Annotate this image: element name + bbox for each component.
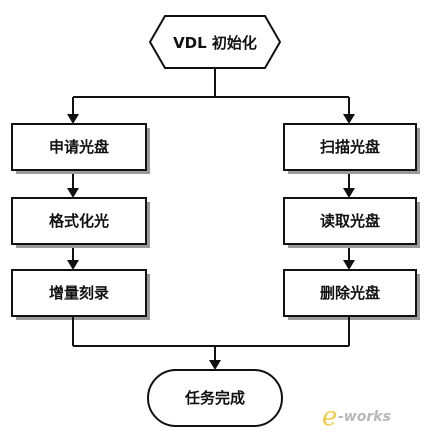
- right-arrow-2: [343, 248, 355, 270]
- start-node: VDL 初始化: [148, 15, 282, 69]
- end-node-label: 任务完成: [184, 389, 245, 407]
- left-step-2: 格式化光: [11, 197, 150, 248]
- right-step-1: 扫描光盘: [283, 123, 420, 174]
- right-step-3-label: 删除光盘: [320, 284, 380, 302]
- right-step-1-label: 扫描光盘: [320, 138, 380, 156]
- eworks-watermark: e -works: [322, 402, 391, 432]
- left-step-2-label: 格式化光: [49, 212, 109, 230]
- right-step-2: 读取光盘: [283, 197, 420, 248]
- split-connector: [67, 68, 355, 124]
- right-step-3: 删除光盘: [283, 269, 420, 320]
- left-arrow-1: [67, 174, 79, 198]
- right-arrow-1: [343, 174, 355, 198]
- left-step-3: 增量刻录: [11, 269, 150, 320]
- left-step-3-label: 增量刻录: [49, 284, 109, 302]
- start-node-label: VDL 初始化: [173, 34, 257, 52]
- watermark-works: -works: [338, 409, 391, 425]
- left-step-1: 申请光盘: [11, 123, 150, 174]
- left-step-1-label: 申请光盘: [49, 138, 109, 156]
- watermark-e: e: [322, 402, 337, 432]
- right-step-2-label: 读取光盘: [320, 212, 380, 230]
- merge-connector: [72, 316, 350, 370]
- end-node: 任务完成: [147, 369, 283, 427]
- left-arrow-2: [67, 248, 79, 270]
